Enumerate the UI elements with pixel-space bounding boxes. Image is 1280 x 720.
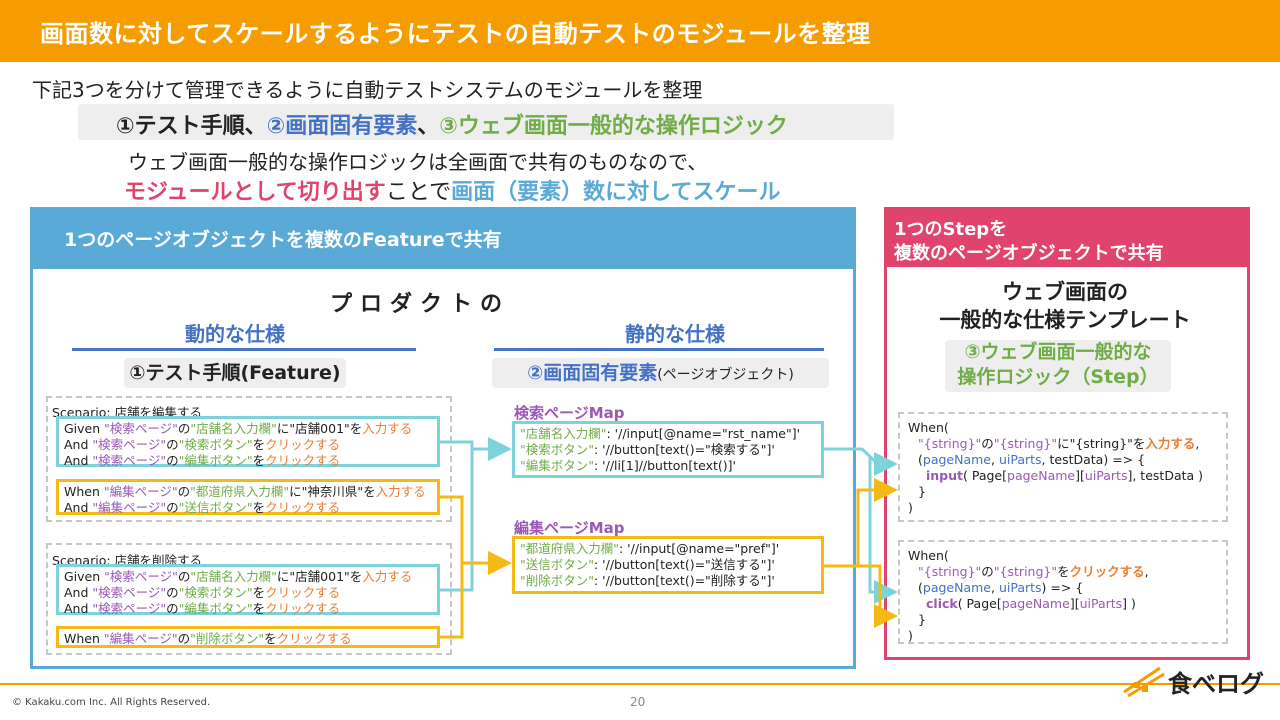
arrow-search-map-to-steps bbox=[824, 447, 898, 476]
code-line: When( bbox=[908, 420, 949, 435]
page-number: 20 bbox=[630, 695, 646, 709]
code-line: (pageName, uiParts) => { bbox=[918, 580, 1084, 595]
left-panel-header: 1つのページオブジェクトを複数のFeatureで共有 bbox=[30, 207, 856, 269]
scale-text-by: ことで bbox=[385, 180, 452, 205]
code-line: "{string}"の"{string}"をクリックする, bbox=[918, 564, 1149, 579]
code-line: (pageName, uiParts, testData) => { bbox=[918, 452, 1146, 467]
when-input-step: When( "{string}"の"{string}"に"{string}"を入… bbox=[898, 412, 1228, 522]
step-label-line2: 操作ロジック（Step） bbox=[957, 366, 1159, 388]
scenario-edit-search-steps: Given "検索ページ"の"店舗名入力欄"に"店舗001"を入力する And … bbox=[56, 416, 440, 468]
step-line: When "編集ページ"の"都道府県入力欄"に"神奈川県"を入力する bbox=[64, 484, 426, 499]
static-spec-underline bbox=[494, 348, 824, 351]
right-panel-header-line1: 1つのStepを bbox=[894, 219, 1008, 240]
map-line: "店舗名入力欄": '//input[@name="rst_name"]' bbox=[520, 426, 801, 441]
scale-text-module: モジュールとして切り出す bbox=[124, 180, 386, 205]
scenario-edit-edit-steps: When "編集ページ"の"都道府県入力欄"に"神奈川県"を入力する And "… bbox=[56, 479, 440, 515]
arrow-search-map-to-click bbox=[868, 456, 898, 604]
feature-label: ①テスト手順(Feature) bbox=[124, 358, 346, 388]
dynamic-spec-label: 動的な仕様 bbox=[185, 322, 285, 346]
highlight-sep: 、 bbox=[417, 114, 440, 139]
scenario-edit-box bbox=[46, 396, 452, 522]
arrow-delete-search-to-map bbox=[440, 449, 474, 592]
page-object-label-main: ②画面固有要素 bbox=[527, 362, 658, 384]
shared-logic-text: ウェブ画面一般的な操作ロジックは全画面で共有のものなので、 bbox=[128, 150, 708, 174]
template-title: ウェブ画面の 一般的な仕様テンプレート bbox=[900, 278, 1230, 334]
arrow-edit-map-to-input bbox=[824, 478, 898, 568]
step-line: And "検索ページ"の"編集ボタン"をクリックする bbox=[64, 453, 341, 468]
copyright: © Kakaku.com Inc. All Rights Reserved. bbox=[12, 697, 211, 708]
scale-text: モジュールとして切り出すことで画面（要素）数に対してスケール bbox=[124, 174, 781, 206]
code-line: ) bbox=[908, 500, 913, 515]
logo-text: 食べログ bbox=[1168, 670, 1264, 698]
static-spec-label: 静的な仕様 bbox=[625, 322, 725, 346]
left-panel-header-text: 1つのページオブジェクトを複数のFeatureで共有 bbox=[64, 229, 502, 251]
scenario-delete-edit-steps: When "編集ページ"の"削除ボタン"をクリックする bbox=[56, 626, 440, 648]
step-line: Given "検索ページ"の"店舗名入力欄"に"店舗001"を入力する bbox=[64, 569, 413, 584]
map-line: "編集ボタン": '//li[1]//button[text()]' bbox=[520, 458, 736, 473]
step-line: And "検索ページ"の"編集ボタン"をクリックする bbox=[64, 601, 341, 616]
page-object-label: ②画面固有要素(ページオブジェクト) bbox=[492, 358, 829, 388]
right-panel-header: 1つのStepを 複数のページオブジェクトで共有 bbox=[884, 207, 1250, 267]
right-panel-header-line2: 複数のページオブジェクトで共有 bbox=[894, 243, 1164, 264]
scale-text-scale: 画面（要素）数に対してスケール bbox=[451, 180, 781, 205]
highlight-box: ①テスト手順、②画面固有要素、③ウェブ画面一般的な操作ロジック bbox=[78, 104, 894, 140]
map-line: "都道府県入力欄": '//input[@name="pref"]' bbox=[520, 541, 780, 556]
search-page-map-label: 検索ページMap bbox=[514, 404, 625, 422]
footer-line bbox=[0, 683, 1280, 685]
code-line: ) bbox=[908, 628, 913, 643]
step-line: And "検索ページ"の"検索ボタン"をクリックする bbox=[64, 585, 341, 600]
step-label-line1: ③ウェブ画面一般的な bbox=[964, 341, 1152, 363]
step-line: Given "検索ページ"の"店舗名入力欄"に"店舗001"を入力する bbox=[64, 421, 413, 436]
edit-page-map-label: 編集ページMap bbox=[514, 519, 625, 537]
title-bar: 画面数に対してスケールするようにテストの自動テストのモジュールを整理 bbox=[0, 0, 1280, 62]
page-object-label-sub: (ページオブジェクト) bbox=[657, 367, 794, 383]
highlight-feature: ①テスト手順、 bbox=[116, 114, 267, 139]
arrow-edit-steps-to-map bbox=[440, 495, 512, 575]
product-label: プロダクトの bbox=[330, 292, 511, 317]
template-title-line1: ウェブ画面の bbox=[1002, 280, 1128, 304]
arrow-edit-map-to-click bbox=[858, 564, 898, 628]
arrow-delete-edit-to-map bbox=[440, 563, 464, 639]
map-line: "検索ボタン": '//button[text()="検索する"]' bbox=[520, 442, 775, 457]
arrow-search-steps-to-map bbox=[440, 437, 512, 461]
step-line: And "編集ページ"の"送信ボタン"をクリックする bbox=[64, 500, 341, 515]
code-line: click( Page[pageName][uiParts] ) bbox=[926, 596, 1136, 611]
template-title-line2: 一般的な仕様テンプレート bbox=[939, 308, 1191, 332]
intro-text: 下記3つを分けて管理できるように自動テストシステムのモジュールを整理 bbox=[32, 78, 703, 102]
search-page-map: "店舗名入力欄": '//input[@name="rst_name"]' "検… bbox=[512, 421, 824, 478]
step-label: ③ウェブ画面一般的な 操作ロジック（Step） bbox=[945, 340, 1171, 392]
step-line: When "編集ページ"の"削除ボタン"をクリックする bbox=[64, 631, 352, 646]
chopsticks-icon bbox=[1123, 666, 1165, 698]
scenario-delete-box bbox=[46, 543, 452, 655]
slide-title: 画面数に対してスケールするようにテストの自動テストのモジュールを整理 bbox=[40, 20, 871, 48]
highlight-step: ③ウェブ画面一般的な操作ロジック bbox=[439, 114, 788, 139]
code-line: "{string}"の"{string}"に"{string}"を入力する, bbox=[918, 436, 1200, 451]
highlight-page-object: ②画面固有要素 bbox=[266, 114, 418, 139]
tabelog-logo: 食べログ bbox=[1120, 662, 1270, 702]
code-line: } bbox=[918, 612, 926, 627]
code-line: When( bbox=[908, 548, 949, 563]
code-line: input( Page[pageName][uiParts], testData… bbox=[926, 468, 1204, 483]
when-click-step: When( "{string}"の"{string}"をクリックする, (pag… bbox=[898, 540, 1228, 644]
step-line: And "検索ページ"の"検索ボタン"をクリックする bbox=[64, 437, 341, 452]
map-line: "削除ボタン": '//button[text()="削除する"]' bbox=[520, 573, 775, 588]
edit-page-map: "都道府県入力欄": '//input[@name="pref"]' "送信ボタ… bbox=[512, 536, 824, 594]
dynamic-spec-underline bbox=[72, 348, 416, 351]
map-line: "送信ボタン": '//button[text()="送信する"]' bbox=[520, 557, 775, 572]
scenario-delete-search-steps: Given "検索ページ"の"店舗名入力欄"に"店舗001"を入力する And … bbox=[56, 564, 440, 616]
code-line: } bbox=[918, 484, 926, 499]
